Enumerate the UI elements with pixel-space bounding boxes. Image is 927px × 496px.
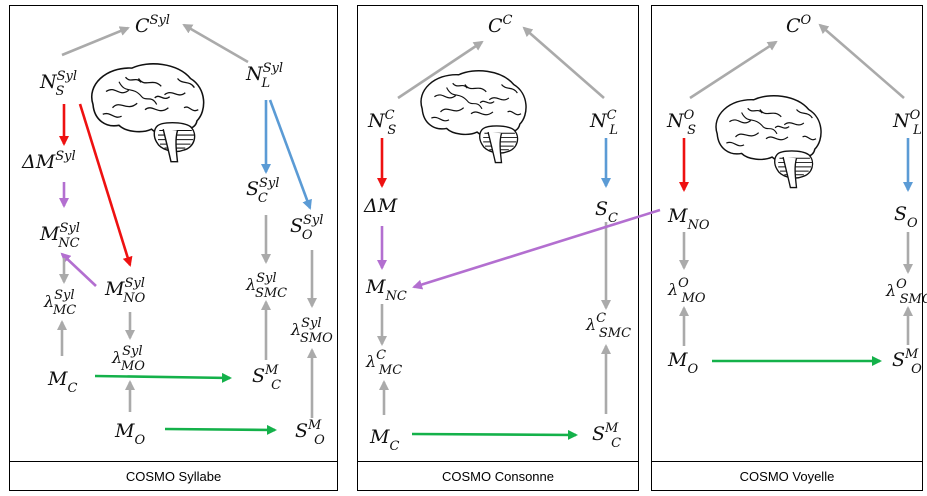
panel-footer-syllabe: COSMO Syllabe <box>10 461 337 490</box>
panel-voyelle: COSMO Voyelle <box>651 5 923 491</box>
panel-footer-consonne: COSMO Consonne <box>358 461 638 490</box>
panel-footer-voyelle: COSMO Voyelle <box>652 461 922 490</box>
panel-syllabe: COSMO Syllabe <box>9 5 338 491</box>
panel-consonne: COSMO Consonne <box>357 5 639 491</box>
